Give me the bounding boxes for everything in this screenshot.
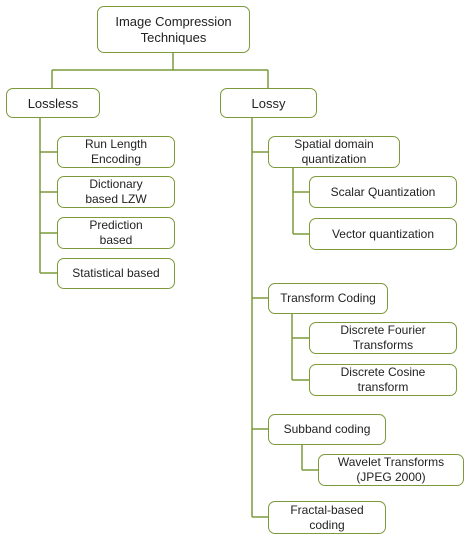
vector-quantization-node: Vector quantization: [309, 218, 457, 250]
fractal-based-coding-node: Fractal-based coding: [268, 501, 386, 534]
run-length-encoding-node: Run Length Encoding: [57, 136, 175, 168]
statistical-based-node: Statistical based: [57, 258, 175, 289]
wavelet-transforms-node: Wavelet Transforms (JPEG 2000): [318, 454, 464, 486]
discrete-fourier-transforms-node: Discrete Fourier Transforms: [309, 322, 457, 354]
dictionary-lzw-node: Dictionary based LZW: [57, 176, 175, 208]
spatial-domain-quantization-node: Spatial domain quantization: [268, 136, 400, 168]
prediction-based-node: Prediction based: [57, 217, 175, 249]
lossless-node: Lossless: [6, 88, 100, 118]
scalar-quantization-node: Scalar Quantization: [309, 176, 457, 208]
lossy-node: Lossy: [220, 88, 317, 118]
transform-coding-node: Transform Coding: [268, 283, 388, 314]
discrete-cosine-transform-node: Discrete Cosine transform: [309, 364, 457, 396]
subband-coding-node: Subband coding: [268, 414, 386, 445]
root-node: Image Compression Techniques: [97, 6, 250, 53]
